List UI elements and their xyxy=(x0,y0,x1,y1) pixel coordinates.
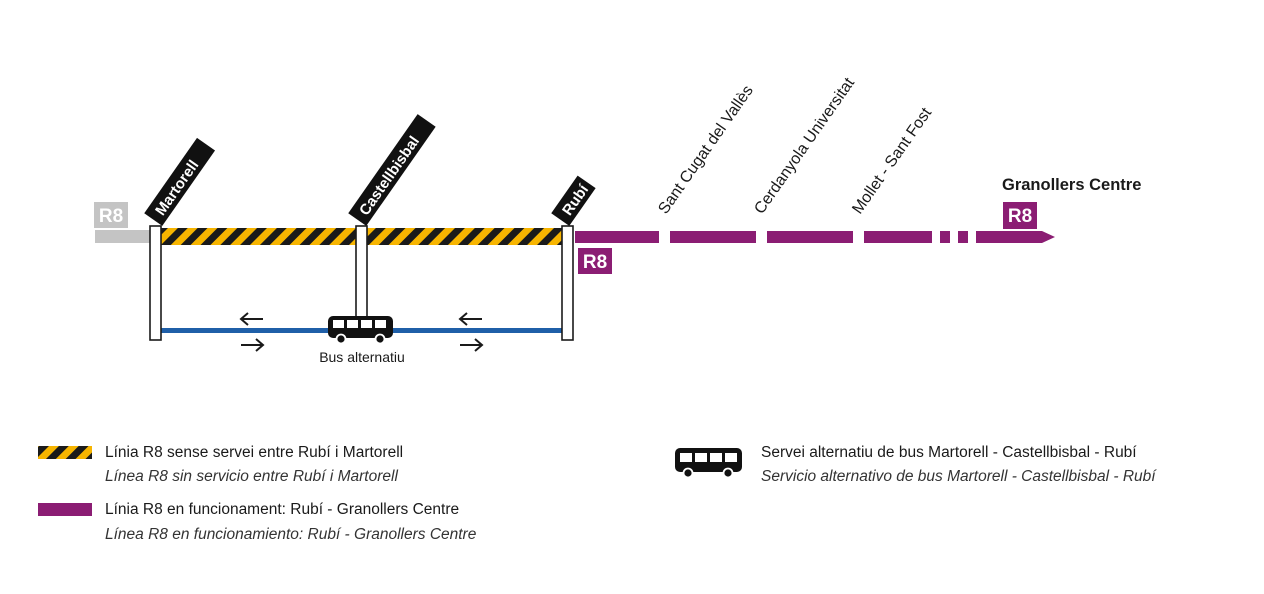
inactive-line-stub xyxy=(95,230,155,243)
station-label-cerdanyola: Cerdanyola Universitat xyxy=(751,75,858,218)
r8-badge-rubi xyxy=(578,248,612,274)
arrow-left-icon xyxy=(458,312,482,326)
legend-closed-sublabel: Línea R8 sin servicio entre Rubí i Marto… xyxy=(105,468,398,485)
bus-icon xyxy=(675,448,742,479)
r8-badge-grey-text: R8 xyxy=(99,206,123,227)
legend-open-swatch xyxy=(38,503,92,516)
svg-text:Castellbisbal: Castellbisbal xyxy=(356,133,423,219)
bus-label: Bus alternatiu xyxy=(319,349,405,365)
r8-badge-terminal xyxy=(1003,202,1037,229)
r8-badge-terminal-text: R8 xyxy=(1008,206,1032,227)
legend-open-label: Línia R8 en funcionament: Rubí - Granoll… xyxy=(105,501,460,518)
r8-line-segment xyxy=(940,231,950,243)
r8-line-segment xyxy=(767,231,853,243)
r8-badge-grey xyxy=(94,202,128,228)
legend-bus-sublabel: Servicio alternativo de bus Martorell - … xyxy=(761,468,1156,485)
legend-closed-label: Línia R8 sense servei entre Rubí i Marto… xyxy=(105,444,404,461)
bus-icon xyxy=(328,316,393,345)
station-label-martorell: Martorell xyxy=(144,137,216,226)
arrow-left-icon xyxy=(239,312,263,326)
arrow-right-icon xyxy=(460,338,484,352)
station-label-sant-cugat: Sant Cugat del Vallès xyxy=(655,82,757,217)
r8-line-segment xyxy=(575,231,659,243)
legend-bus-label: Servei alternatiu de bus Martorell - Cas… xyxy=(761,444,1137,461)
station-post-rubi xyxy=(561,225,574,341)
station-label-rubi: Rubí xyxy=(551,175,596,226)
station-label-castellbisbal: Castellbisbal xyxy=(348,114,436,226)
terminal-station-label: Granollers Centre xyxy=(1002,176,1141,194)
arrow-right-icon xyxy=(241,338,265,352)
legend-closed-swatch xyxy=(38,446,92,459)
line-end-arrow-icon xyxy=(1042,231,1055,243)
r8-line-segment xyxy=(670,231,756,243)
r8-line-segment xyxy=(958,231,968,243)
station-label-mollet: Mollet - Sant Fost xyxy=(849,104,935,217)
r8-line-segment xyxy=(864,231,932,243)
station-post-martorell xyxy=(149,225,162,341)
r8-badge-rubi-text: R8 xyxy=(583,252,607,273)
station-post-castellbisbal xyxy=(355,225,368,321)
r8-line-segment xyxy=(976,231,1042,243)
legend-open-sublabel: Línea R8 en funcionamiento: Rubí - Grano… xyxy=(105,526,477,543)
